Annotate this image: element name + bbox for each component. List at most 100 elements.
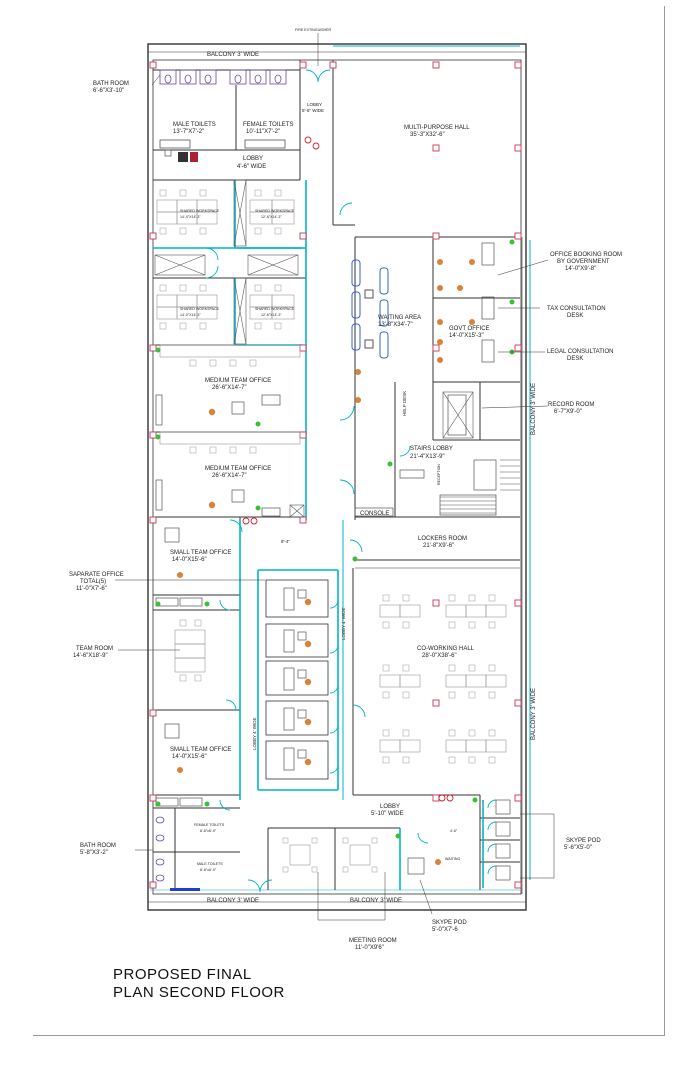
- label-balcony-side-1: BALCONY 3' WIDE: [531, 383, 537, 435]
- label-console: CONSOLE: [360, 511, 389, 517]
- label-multipurpose: MULTI-PURPOSE HALL: [404, 125, 470, 131]
- toilet-fixtures: [155, 69, 287, 882]
- label-lockers: LOCKERS ROOM: [418, 536, 467, 542]
- label-meeting-room-dim: 11'-0"X9'6": [355, 945, 384, 951]
- label-waiting-area-dim: 13'-8"X34'-7": [378, 322, 413, 328]
- interior-walls: [153, 60, 521, 890]
- label-balcony-top: BALCONY 3' WIDE: [207, 52, 259, 58]
- fire-extinguisher-markers: [242, 136, 454, 802]
- label-skype-pod-1: SKYPE POD: [566, 838, 601, 844]
- separate-office-chairs: [304, 598, 312, 766]
- label-medium-team-1: MEDIUM TEAM OFFICE: [205, 378, 271, 384]
- label-office-booking: OFFICE BOOKING ROOM: [550, 252, 622, 258]
- label-medium-team-2: MEDIUM TEAM OFFICE: [205, 466, 271, 472]
- label-shared-ws-1: SHARED WORKSPACE: [180, 209, 220, 213]
- label-small-team-2-dim: 14'-0"X15'-6": [172, 754, 207, 760]
- label-bath-room-1-dim: 6'-6"X3'-10": [93, 88, 124, 94]
- label-balcony-side-2: BALCONY 3' WIDE: [531, 688, 537, 740]
- label-govt-office-dim: 14'-0"X15'-3": [449, 333, 484, 339]
- label-male-toilets-2-dim: 8'-6"x6'-9": [200, 868, 217, 872]
- separate-offices: [265, 579, 329, 780]
- label-female-toilets-2: FEMALE TOILETS: [194, 823, 225, 827]
- label-lobby-4-left: LOBBY 4' WIDE: [252, 717, 257, 750]
- fixture-block: [178, 152, 188, 162]
- label-lobby-top-dim: 5'-6" WIDE: [302, 108, 324, 113]
- label-fire-extinguisher: FIRE EXTINGUISHER: [295, 28, 332, 32]
- label-skype-pod-2: SKYPE POD: [432, 920, 467, 926]
- label-balcony-bottom-1: BALCONY 3' WIDE: [207, 898, 259, 904]
- shafts: [154, 179, 474, 518]
- label-tax-desk: TAX CONSULTATION: [547, 306, 606, 312]
- label-shared-ws-3: SHARED WORKSPACE: [180, 307, 220, 311]
- plants: [155, 239, 515, 839]
- blue-strip: [170, 888, 200, 891]
- label-shared-ws-2: SHARED WORKSPACE: [255, 209, 295, 213]
- waiting-sofas: [351, 259, 389, 359]
- label-shared-ws-2-dim: 12'-6"X14'-3": [261, 215, 282, 219]
- label-lobby-bottom-dim: 5'-10" WIDE: [371, 811, 404, 817]
- label-waiting-area: WAITING AREA: [378, 315, 421, 321]
- label-female-toilets-dim: 10'-11"X7'-2": [246, 129, 280, 135]
- label-separate-office: SAPARATE OFFICE: [69, 572, 124, 578]
- label-waiting: WAITING: [445, 857, 460, 861]
- label-shared-ws-1-dim: 14'-0"X14'-3": [180, 215, 201, 219]
- label-legal-desk-2: DESK: [567, 356, 583, 362]
- label-multipurpose-dim: 35'-3"X32'-6": [410, 132, 445, 138]
- label-medium-team-1-dim: 26'-6"X14'-7": [212, 385, 247, 391]
- label-separate-office-dim: 11'-0"X7'-6": [76, 586, 107, 592]
- sheet-frame: [33, 6, 665, 1036]
- label-reception: RECEPTION: [437, 464, 441, 485]
- label-stairs-lobby-dim: 21'-4"X13'-9": [410, 454, 445, 460]
- leader-lines: [115, 33, 555, 921]
- label-male-toilets: MALE TOILETS: [173, 122, 216, 128]
- label-govt-office: GOVT OFFICE: [449, 326, 490, 332]
- label-tax-desk-2: DESK: [567, 313, 583, 319]
- label-male-toilets-2: MALE TOILETS: [197, 862, 223, 866]
- label-stairs-lobby: STAIRS LOBBY: [410, 446, 453, 452]
- label-medium-team-2-dim: 26'-6"X14'-7": [212, 473, 247, 479]
- plan-title: PROPOSED FINAL PLAN SECOND FLOOR: [113, 966, 285, 1002]
- exterior-walls: [147, 43, 527, 911]
- plan-title-line-2: PLAN SECOND FLOOR: [113, 984, 285, 1001]
- label-skype-pod-2-dim: 5'-0"X7'-6: [432, 927, 458, 933]
- label-balcony-bottom-2: BALCONY 3' WIDE: [350, 898, 402, 904]
- label-office-booking-2: BY GOVERNMENT: [557, 259, 610, 265]
- label-shared-ws-4: SHARED WORKSPACE: [255, 307, 295, 311]
- label-bath-room-1: BATH ROOM: [93, 81, 129, 87]
- label-coworking-dim: 28'-0"X38'-6": [422, 653, 457, 659]
- staircase: [440, 459, 520, 514]
- label-record-room-dim: 6'-7"X9'-0": [554, 409, 582, 415]
- label-small-team-2: SMALL TEAM OFFICE: [170, 747, 231, 753]
- label-skype-pod-1-dim: 5'-6"X5'-0": [564, 845, 592, 851]
- label-corridor-dim: 8'-4": [281, 539, 290, 544]
- label-meeting-room: MEETING ROOM: [349, 938, 397, 944]
- room-labels: BALCONY 3' WIDE FIRE EXTINGUISHER BATH R…: [69, 28, 622, 951]
- columns: [149, 61, 522, 889]
- label-small-team-1-dim: 14'-0"X15'-6": [172, 557, 207, 563]
- label-dim-4-6: 4'-6": [450, 829, 458, 833]
- label-bath-room-2: BATH ROOM: [80, 843, 116, 849]
- label-small-team-1: SMALL TEAM OFFICE: [170, 550, 231, 556]
- plan-title-line-1: PROPOSED FINAL: [113, 966, 252, 983]
- chairs-grey: [159, 189, 496, 873]
- label-bath-room-2-dim: 5'-8"X3'-2": [80, 850, 108, 856]
- label-separate-office-total: TOTAL(5): [80, 579, 106, 585]
- label-lobby-4-right: LOBBY 4' WIDE: [341, 607, 346, 640]
- label-female-toilets-2-dim: 8'-6"x6'-9": [200, 829, 217, 833]
- separate-office-desks: [283, 587, 307, 771]
- label-record-room: RECORD ROOM: [548, 402, 594, 408]
- label-shared-ws-3-dim: 14'-0"X14'-3": [180, 313, 201, 317]
- doors: [205, 69, 497, 893]
- label-help-desk: HELP DESK: [402, 391, 407, 416]
- label-lobby-bottom: LOBBY: [380, 804, 400, 810]
- label-team-room: TEAM ROOM: [76, 646, 113, 652]
- label-lobby-2-dim: 4'-6" WIDE: [237, 164, 266, 170]
- label-lockers-dim: 21'-8"X9'-6": [423, 543, 454, 549]
- label-legal-desk: LEGAL CONSULTATION: [547, 349, 613, 355]
- label-coworking: CO-WORKING HALL: [417, 646, 475, 652]
- misc-furniture: [155, 149, 511, 881]
- label-shared-ws-4-dim: 12'-6"X14'-3": [261, 313, 282, 317]
- label-lobby-2: LOBBY: [243, 156, 263, 162]
- label-office-booking-dim: 14'-0"X9'-8": [565, 266, 596, 272]
- label-team-room-dim: 14'-6"X18'-9": [73, 653, 108, 659]
